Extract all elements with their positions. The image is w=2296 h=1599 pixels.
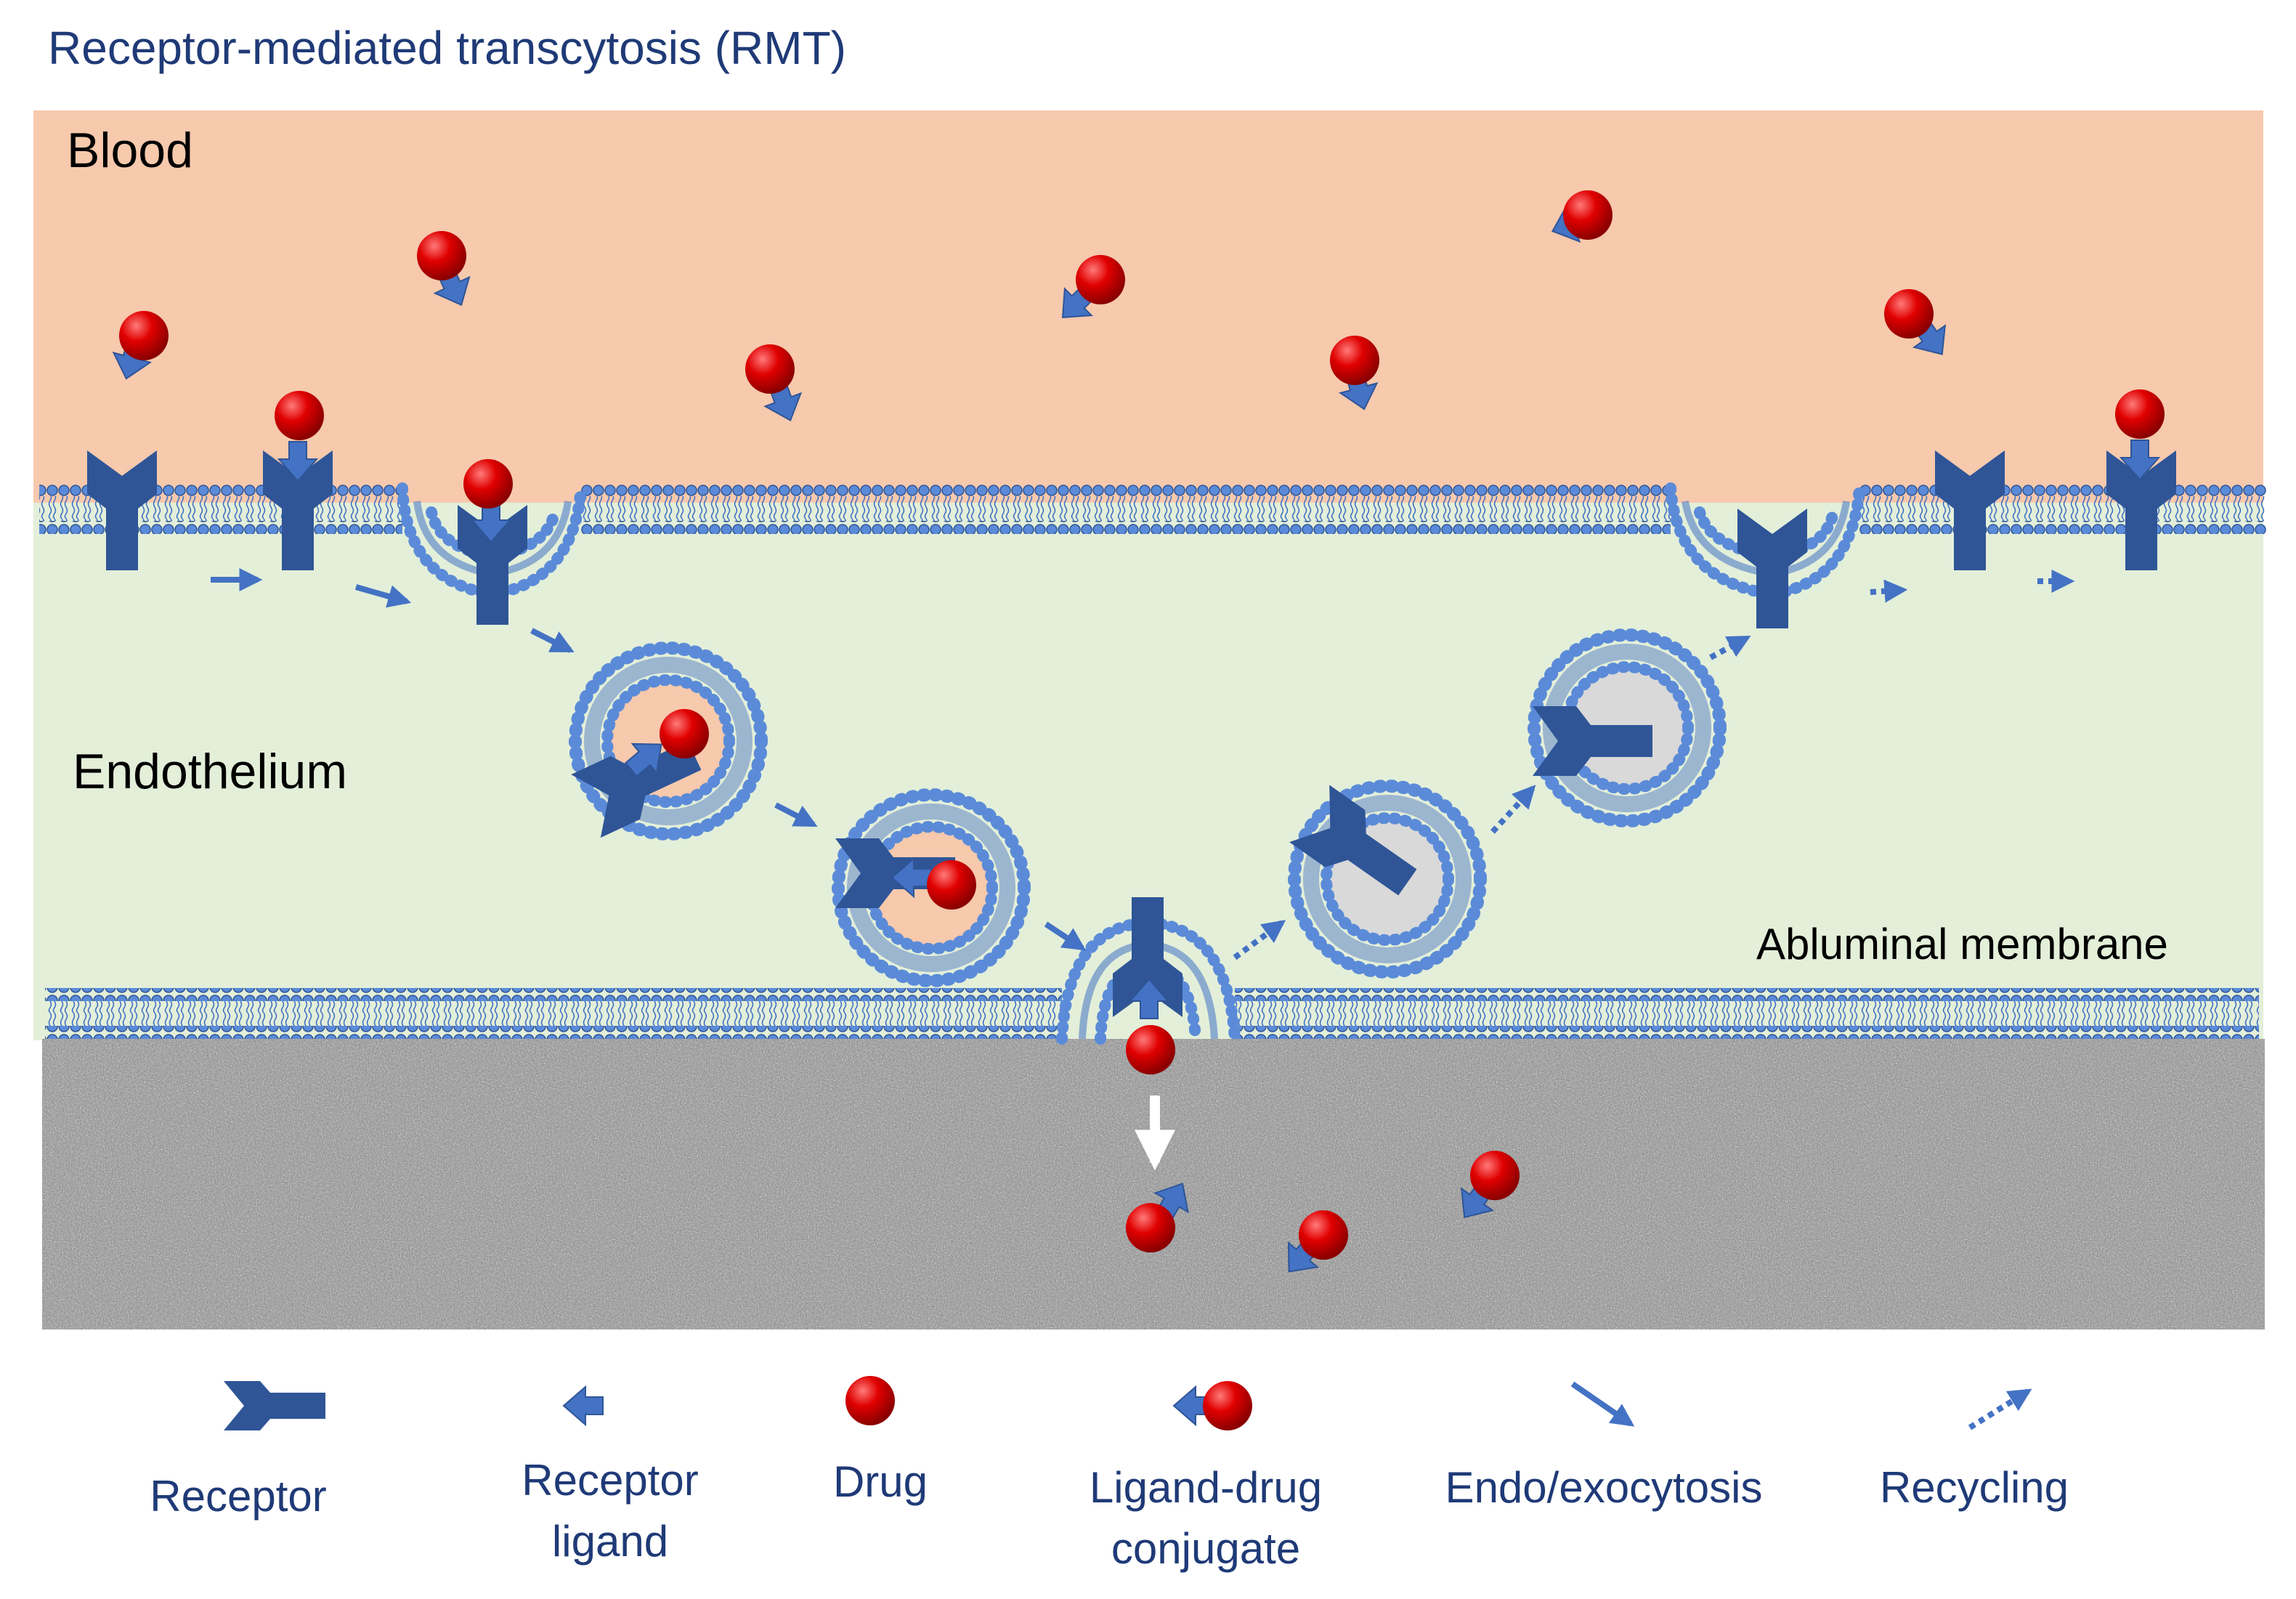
endocytosis-arrows xyxy=(211,568,1087,951)
abluminal-membrane xyxy=(45,916,2259,1045)
endothelium-label: Endothelium xyxy=(73,744,347,799)
legend-drug-label: Drug xyxy=(833,1457,928,1506)
solid-arrow-icon xyxy=(1570,1381,1635,1427)
blood-label: Blood xyxy=(67,123,193,178)
legend-endo-exocytosis-label: Endo/exocytosis xyxy=(1445,1463,1763,1512)
legend-recycling-label: Recycling xyxy=(1880,1463,2069,1512)
legend: Receptor Receptor ligand Drug Ligand-dru… xyxy=(150,1376,2069,1573)
dotted-arrow-icon xyxy=(1968,1388,2032,1430)
ligand-drug-conjugate-icon xyxy=(1173,1381,1252,1430)
legend-conjugate-label-2: conjugate xyxy=(1111,1524,1300,1573)
diagram-title: Receptor-mediated transcytosis (RMT) xyxy=(48,22,846,74)
legend-receptor-label: Receptor xyxy=(150,1472,326,1521)
legend-receptor-ligand-label-1: Receptor xyxy=(522,1456,698,1505)
luminal-membrane xyxy=(39,483,2266,534)
receptor-ligand-icon xyxy=(563,1386,604,1425)
recycling-arrows xyxy=(1233,570,2075,960)
drug-icon xyxy=(845,1376,895,1425)
abluminal-membrane-label: Abluminal membrane xyxy=(1756,920,2168,968)
receptor-icon xyxy=(224,1381,325,1430)
brain-tissue-region xyxy=(42,1039,2265,1329)
legend-receptor-ligand-label-2: ligand xyxy=(552,1517,668,1566)
legend-conjugate-label-1: Ligand-drug xyxy=(1090,1463,1322,1512)
